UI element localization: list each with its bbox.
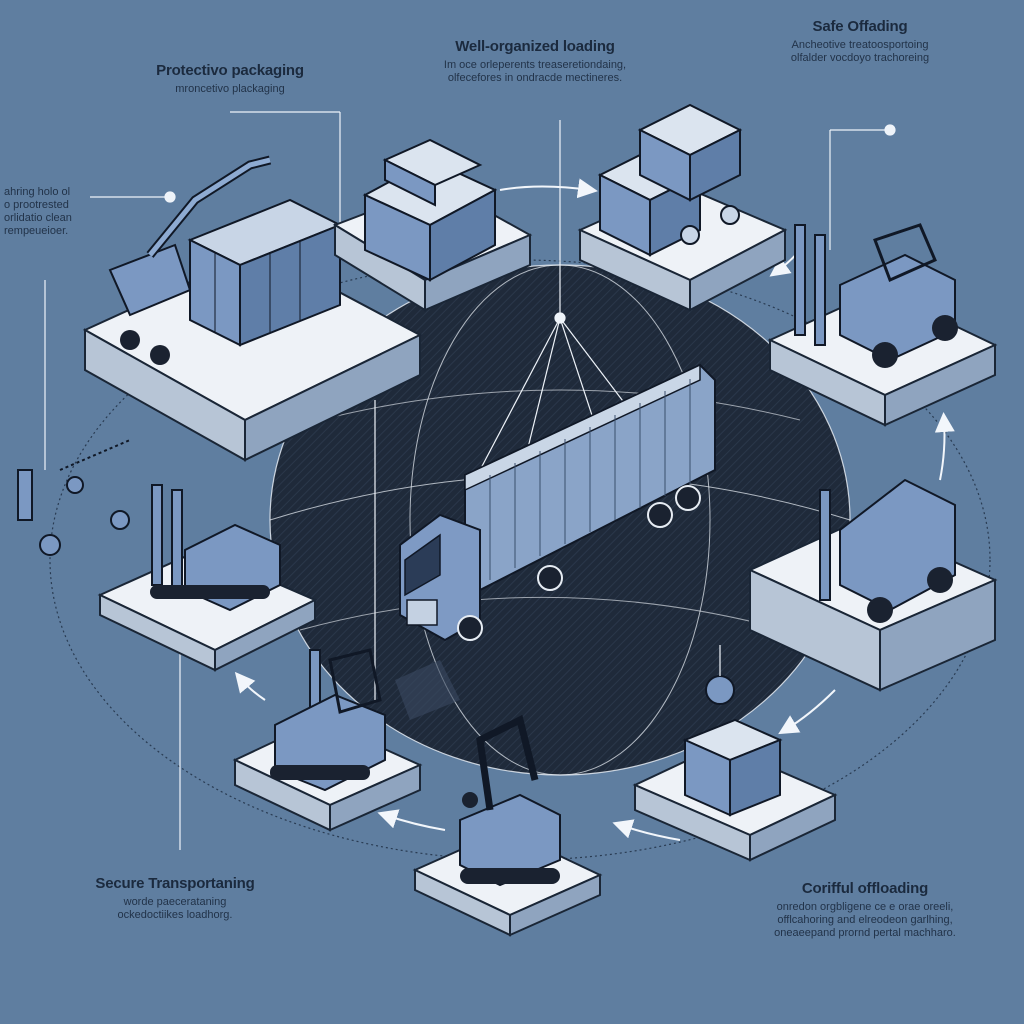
- label-desc: Im oce orleperents treaseretiondaing,: [443, 59, 627, 71]
- platform-left-middle: [97, 484, 318, 672]
- label-desc: Ancheotive treatoosportoing: [791, 39, 929, 51]
- forklift-icon: [270, 648, 386, 792]
- forklift-icon: [819, 478, 956, 623]
- label-desc: olfecefores in ondracde mectineres.: [447, 72, 623, 84]
- label-careful: Corifful offloading onredon orgbligene c…: [735, 880, 995, 940]
- label-desc: olfalder vocdoyo trachoreing: [790, 52, 930, 64]
- label-title: Corifful offloading: [801, 880, 929, 897]
- label-loading: Well-organized loading Im oce orleperent…: [410, 38, 660, 85]
- arrow-icon: [234, 671, 266, 701]
- crate-icon: [682, 718, 783, 817]
- arrow-icon: [499, 178, 598, 199]
- label-desc: onredon orgbligene ce e orae oreeli,: [776, 901, 954, 913]
- platform-protective: [82, 155, 423, 462]
- arrow-icon: [778, 689, 836, 735]
- forklift-icon: [794, 223, 958, 368]
- truck-icon: [399, 363, 716, 642]
- label-desc: oneaeepand prornd pertal machharo.: [774, 927, 956, 939]
- platform-careful: [632, 645, 838, 862]
- label-side: ahring holo ol o prootrested orlidatio c…: [4, 186, 104, 238]
- flow-arrows: [234, 178, 955, 841]
- platform-left-bottom: [232, 648, 423, 832]
- label-desc: o prootrested: [4, 199, 69, 211]
- label-desc: ockedoctiikes loadhorg.: [117, 909, 233, 921]
- label-title: Protectivo packaging: [156, 62, 304, 79]
- excavator-icon: [108, 155, 272, 365]
- arrow-icon: [612, 819, 681, 841]
- label-protective: Protectivo packaging mroncetivo plackagi…: [120, 62, 340, 96]
- platform-offloading: [767, 223, 998, 427]
- platform-loading: [332, 138, 533, 312]
- road-shadow: [395, 660, 460, 720]
- label-title: Well-organized loading: [455, 38, 615, 55]
- label-title: Secure Transportaning: [95, 875, 255, 892]
- label-title: Safe Offading: [812, 18, 908, 35]
- platform-right-forklift: [747, 478, 998, 692]
- label-secure: Secure Transportaning worde paeceratanin…: [60, 875, 290, 922]
- label-safe: Safe Offading Ancheotive treatoosportoin…: [750, 18, 970, 65]
- crate-icon: [597, 103, 743, 257]
- label-desc: orlidatio clean: [4, 212, 72, 224]
- box-stack-icon: [187, 198, 343, 347]
- forklift-icon: [150, 484, 281, 612]
- tools-icon: [17, 439, 131, 556]
- excavator-icon: [459, 714, 561, 887]
- label-desc: rempeueioer.: [4, 225, 69, 237]
- arrow-icon: [934, 412, 955, 481]
- pin-icon: [705, 645, 735, 705]
- box-stack-icon: [362, 138, 498, 282]
- label-desc: ahring holo ol: [4, 186, 71, 198]
- label-desc: mroncetivo plackaging: [175, 83, 285, 95]
- arrow-icon: [377, 809, 446, 831]
- label-desc: offlcahoring and elreodeon garlhing,: [777, 914, 953, 926]
- label-desc: worde paecerataning: [123, 896, 227, 908]
- platform-bottom-excavator: [412, 714, 603, 937]
- platform-crates: [577, 103, 788, 312]
